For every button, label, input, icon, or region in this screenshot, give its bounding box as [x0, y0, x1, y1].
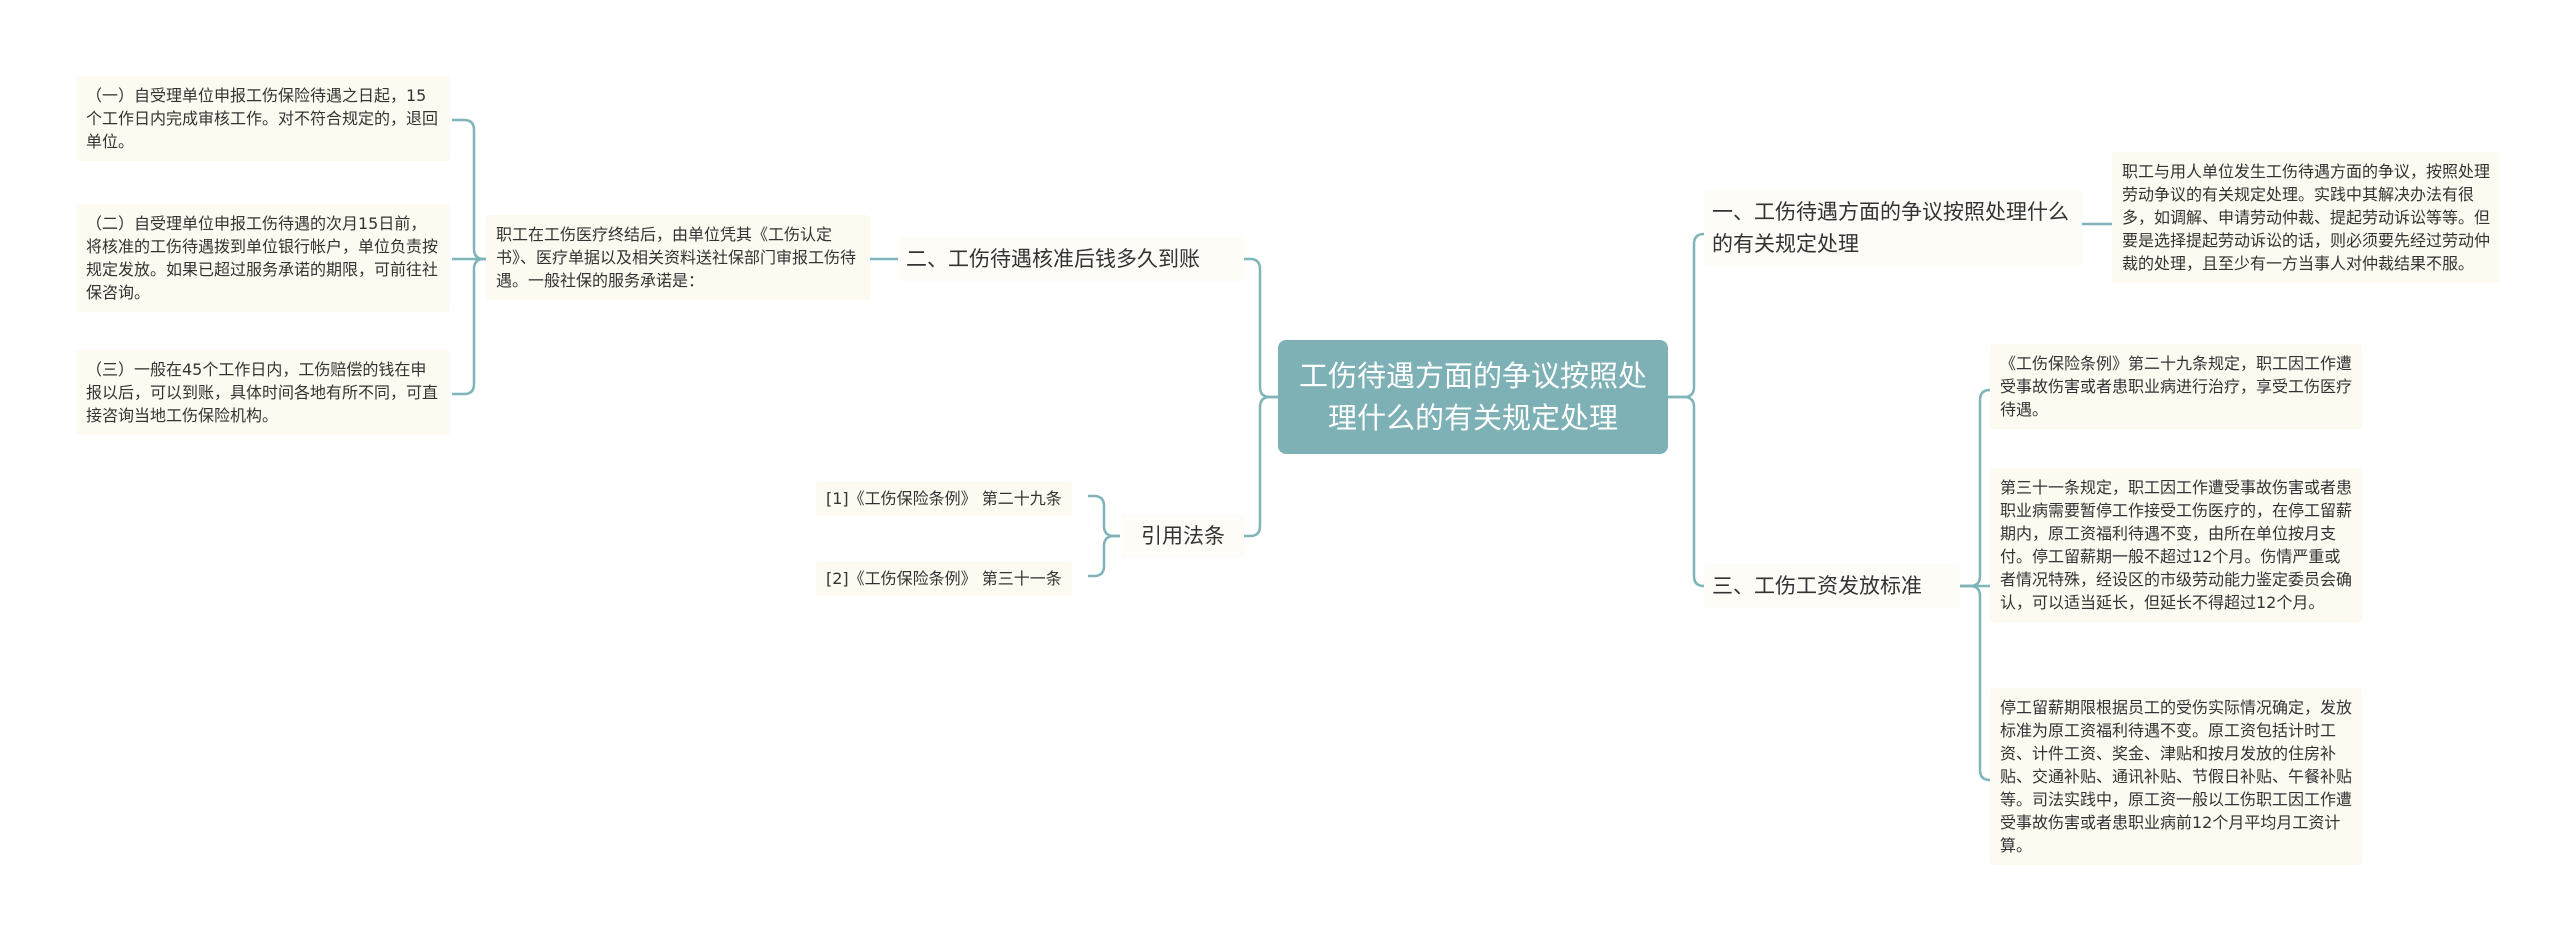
connector-b3-leaf3	[1960, 584, 2000, 782]
connector-b4-ref1	[1088, 494, 1120, 538]
leaf-payment-timing-1[interactable]: （一）自受理单位申报工伤保险待遇之日起，15个工作日内完成审核工作。对不符合规定…	[76, 76, 450, 161]
leaf-wage-standard-3-text: 停工留薪期限根据员工的受伤实际情况确定，发放标准为原工资福利待遇不变。原工资包括…	[2000, 698, 2353, 855]
root-topic[interactable]: 工伤待遇方面的争议按照处理什么的有关规定处理	[1278, 340, 1668, 454]
leaf-payment-timing-2-text: （二）自受理单位申报工伤待遇的次月15日前，将核准的工伤待遇拨到单位银行帐户，单…	[86, 214, 439, 302]
leaf-wage-standard-2[interactable]: 第三十一条规定，职工因工作遭受事故伤害或者患职业病需要暂停工作接受工伤医疗的，在…	[1990, 468, 2362, 622]
ref-article-29[interactable]: [1]《工伤保险条例》 第二十九条	[816, 482, 1072, 516]
leaf-wage-standard-2-text: 第三十一条规定，职工因工作遭受事故伤害或者患职业病需要暂停工作接受工伤医疗的，在…	[2000, 478, 2353, 612]
branch-wage-standard[interactable]: 三、工伤工资发放标准	[1704, 564, 1960, 608]
branch-dispute-handling[interactable]: 一、工伤待遇方面的争议按照处理什么的有关规定处理	[1704, 190, 2082, 266]
leaf-wage-standard-1-text: 《工伤保险条例》第二十九条规定，职工因工作遭受事故伤害或者患职业病进行治疗，享受…	[2000, 354, 2353, 419]
leaf-payment-timing-1-text: （一）自受理单位申报工伤保险待遇之日起，15个工作日内完成审核工作。对不符合规定…	[86, 86, 439, 151]
mid-social-security-procedure[interactable]: 职工在工伤医疗终结后，由单位凭其《工伤认定书》、医疗单据以及相关资料送社保部门审…	[486, 215, 870, 300]
leaf-dispute-handling-detail[interactable]: 职工与用人单位发生工伤待遇方面的争议，按照处理劳动争议的有关规定处理。实践中其解…	[2112, 152, 2500, 283]
branch-payment-timing[interactable]: 二、工伤待遇核准后钱多久到账	[898, 237, 1244, 281]
connector-mid-leaf3	[452, 257, 492, 396]
leaf-wage-standard-1[interactable]: 《工伤保险条例》第二十九条规定，职工因工作遭受事故伤害或者患职业病进行治疗，享受…	[1990, 344, 2362, 429]
ref-article-31-text: [2]《工伤保险条例》 第三十一条	[826, 569, 1062, 588]
connector-b4-ref2	[1088, 534, 1120, 578]
ref-article-29-text: [1]《工伤保险条例》 第二十九条	[826, 489, 1062, 508]
leaf-dispute-handling-text: 职工与用人单位发生工伤待遇方面的争议，按照处理劳动争议的有关规定处理。实践中其解…	[2122, 162, 2491, 273]
root-topic-text: 工伤待遇方面的争议按照处理什么的有关规定处理	[1298, 359, 1647, 435]
branch-payment-timing-label: 二、工伤待遇核准后钱多久到账	[906, 247, 1200, 271]
branch-dispute-handling-label: 一、工伤待遇方面的争议按照处理什么的有关规定处理	[1712, 200, 2069, 256]
connector-root-b4	[1244, 395, 1278, 538]
leaf-payment-timing-3-text: （三）一般在45个工作日内，工伤赔偿的钱在申报以后，可以到账，具体时间各地有所不…	[86, 360, 439, 425]
mid-social-security-procedure-text: 职工在工伤医疗终结后，由单位凭其《工伤认定书》、医疗单据以及相关资料送社保部门审…	[496, 225, 857, 290]
connector-root-b3	[1668, 395, 1712, 588]
branch-cited-law[interactable]: 引用法条	[1122, 514, 1244, 558]
branch-cited-law-label: 引用法条	[1141, 524, 1225, 548]
connector-root-b2	[1244, 257, 1278, 399]
ref-article-31[interactable]: [2]《工伤保险条例》 第三十一条	[816, 562, 1072, 596]
leaf-payment-timing-2[interactable]: （二）自受理单位申报工伤待遇的次月15日前，将核准的工伤待遇拨到单位银行帐户，单…	[76, 204, 450, 312]
leaf-payment-timing-3[interactable]: （三）一般在45个工作日内，工伤赔偿的钱在申报以后，可以到账，具体时间各地有所不…	[76, 350, 450, 435]
branch-wage-standard-label: 三、工伤工资发放标准	[1712, 574, 1922, 598]
leaf-wage-standard-3[interactable]: 停工留薪期限根据员工的受伤实际情况确定，发放标准为原工资福利待遇不变。原工资包括…	[1990, 688, 2362, 865]
